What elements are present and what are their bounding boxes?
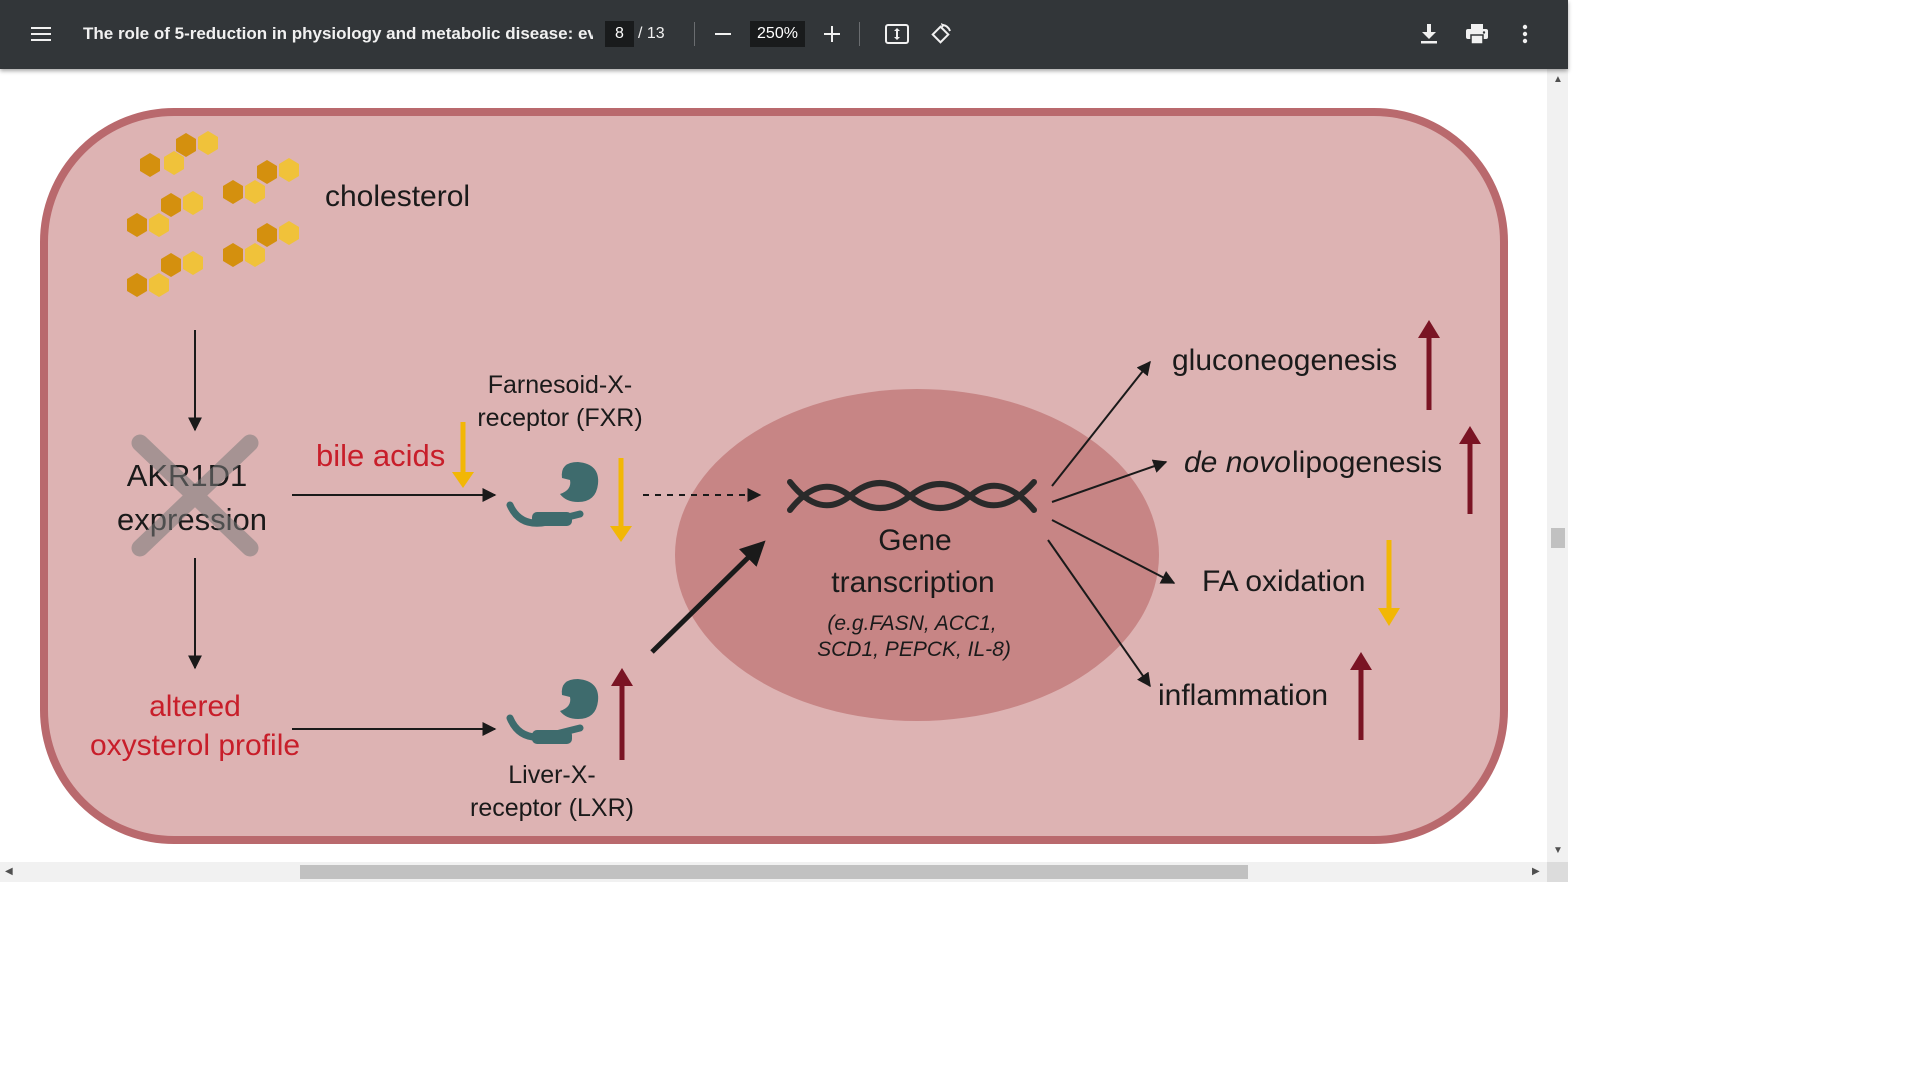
print-icon xyxy=(1466,24,1488,44)
fxr-down-arrow-icon xyxy=(610,526,632,542)
menu-button[interactable] xyxy=(24,17,58,51)
vertical-scrollbar[interactable]: ▲ ▼ xyxy=(1547,69,1568,862)
bile-acids-label: bile acids xyxy=(316,438,445,473)
zoom-level-input[interactable]: 250% xyxy=(750,21,805,47)
fxr-label-line2: receptor (FXR) xyxy=(477,404,642,432)
altered-label: altered xyxy=(149,690,241,723)
lxr-receptor-icon xyxy=(506,679,599,744)
vertical-scroll-thumb[interactable] xyxy=(1551,528,1565,548)
cholesterol-molecules-icon xyxy=(127,131,299,297)
document-viewport[interactable]: cholesterol AKR1D1 expression bile acids… xyxy=(0,69,1547,862)
lxr-label-line2: receptor (LXR) xyxy=(470,794,634,822)
gluconeogenesis-up-arrow-icon xyxy=(1418,320,1440,338)
document-title: The role of 5-reduction in physiology an… xyxy=(83,24,593,43)
page-total: / 13 xyxy=(638,25,665,42)
download-icon xyxy=(1421,24,1437,44)
fa-oxidation-label: FA oxidation xyxy=(1202,565,1365,598)
transcription-label: transcription xyxy=(831,566,994,599)
arrow-to-lipogenesis xyxy=(1051,459,1168,503)
fa-oxidation-down-arrow-icon xyxy=(1378,608,1400,626)
arrow-lxr-to-gene xyxy=(650,540,766,654)
page-number-input[interactable]: 8 xyxy=(605,21,634,47)
lipogenesis-up-arrow-icon xyxy=(1459,426,1481,444)
lipogenesis-label: lipogenesis xyxy=(1292,446,1442,479)
scroll-up-arrow-icon[interactable]: ▲ xyxy=(1553,74,1563,85)
lxr-up-arrow-icon xyxy=(611,668,633,686)
fit-to-page-icon xyxy=(885,24,909,44)
fxr-receptor-icon xyxy=(506,462,599,527)
inflammation-label: inflammation xyxy=(1158,679,1328,712)
fit-to-page-button[interactable] xyxy=(880,17,914,51)
zoom-out-button[interactable] xyxy=(708,17,738,51)
rotate-button[interactable] xyxy=(924,17,958,51)
print-button[interactable] xyxy=(1460,17,1494,51)
gene-examples-line1: (e.g.FASN, ACC1, xyxy=(827,612,996,635)
dna-helix-icon xyxy=(787,479,1037,513)
zoom-in-button[interactable] xyxy=(816,17,848,51)
scrollbar-corner xyxy=(1547,862,1568,882)
scroll-left-arrow-icon[interactable]: ◀ xyxy=(5,866,13,877)
download-button[interactable] xyxy=(1412,17,1446,51)
horizontal-scroll-thumb[interactable] xyxy=(300,865,1248,879)
arrow-to-fa-oxidation xyxy=(1051,519,1176,584)
cholesterol-label: cholesterol xyxy=(325,180,470,213)
horizontal-scrollbar[interactable]: ◀ ▶ xyxy=(0,862,1547,882)
pdf-toolbar: The role of 5-reduction in physiology an… xyxy=(0,0,1568,69)
minus-icon xyxy=(715,33,731,35)
lxr-label-line1: Liver-X- xyxy=(508,761,596,789)
gene-examples-line2: SCD1, PEPCK, IL-8) xyxy=(817,638,1011,661)
more-options-button[interactable] xyxy=(1510,17,1540,51)
hamburger-menu-icon xyxy=(31,27,51,41)
gene-label: Gene xyxy=(878,524,951,557)
oxysterol-profile-label: oxysterol profile xyxy=(90,729,300,762)
fxr-label-line1: Farnesoid-X- xyxy=(488,371,633,399)
bile-acids-down-arrow-icon xyxy=(452,472,474,488)
inflammation-up-arrow-icon xyxy=(1350,652,1372,670)
toolbar-divider xyxy=(859,22,860,46)
plus-icon xyxy=(824,26,840,42)
arrow-to-inflammation xyxy=(1047,539,1151,688)
arrow-to-gluconeogenesis xyxy=(1051,360,1151,487)
rotate-icon xyxy=(931,23,951,44)
nucleus xyxy=(675,389,1159,721)
toolbar-divider xyxy=(694,22,695,46)
pathway-figure: cholesterol AKR1D1 expression bile acids… xyxy=(40,108,1508,844)
scroll-down-arrow-icon[interactable]: ▼ xyxy=(1553,845,1563,856)
de-novo-label: de novo xyxy=(1184,446,1291,479)
more-vertical-icon xyxy=(1522,24,1528,44)
knockdown-cross-icon xyxy=(131,434,259,557)
gluconeogenesis-label: gluconeogenesis xyxy=(1172,344,1397,377)
scroll-right-arrow-icon[interactable]: ▶ xyxy=(1532,866,1540,877)
